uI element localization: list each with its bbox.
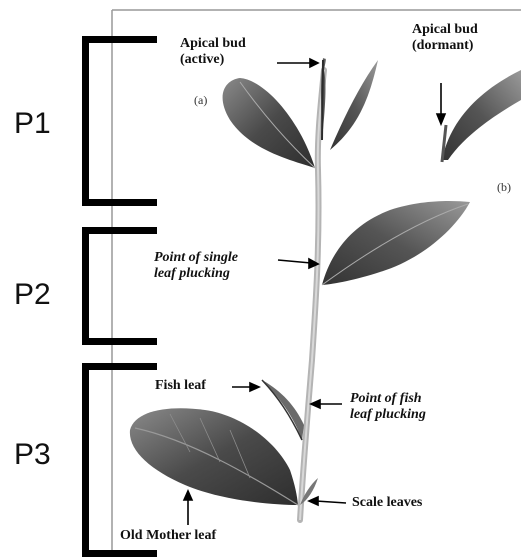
top-right-leaf [330, 60, 378, 150]
panel-label-a: (a) [194, 93, 207, 108]
apical-bud-active-line1: Apical bud [180, 36, 246, 52]
bracket-p1 [82, 36, 157, 206]
dormant-bud-leaf [442, 70, 521, 160]
point-single-leaf-label: Point of single leaf plucking [154, 250, 238, 282]
apical-bud-active-label: Apical bud (active) [180, 36, 246, 68]
main-stem [300, 70, 324, 520]
point-single-leaf-line2: leaf plucking [154, 266, 238, 282]
point-fish-leaf-line2: leaf plucking [350, 407, 426, 423]
old-mother-leaf-label: Old Mother leaf [120, 528, 216, 544]
point-fish-leaf-label: Point of fish leaf plucking [350, 391, 426, 423]
apical-bud-active-line2: (active) [180, 52, 246, 68]
scale-leaves-label: Scale leaves [352, 495, 422, 511]
phase-label-p1: P1 [14, 107, 51, 141]
apical-bud-dormant-label: Apical bud (dormant) [412, 22, 478, 54]
point-single-leaf-line1: Point of single [154, 250, 238, 266]
point-fish-leaf-line1: Point of fish [350, 391, 426, 407]
fish-leaf-label: Fish leaf [155, 378, 206, 394]
panel-label-b: (b) [497, 180, 511, 195]
phase-label-p3: P3 [14, 438, 51, 472]
phase-label-p2: P2 [14, 278, 51, 312]
bracket-p2 [82, 227, 157, 345]
apical-bud-dormant-line2: (dormant) [412, 38, 478, 54]
single-leaf [322, 201, 470, 285]
apical-bud-dormant-line1: Apical bud [412, 22, 478, 38]
